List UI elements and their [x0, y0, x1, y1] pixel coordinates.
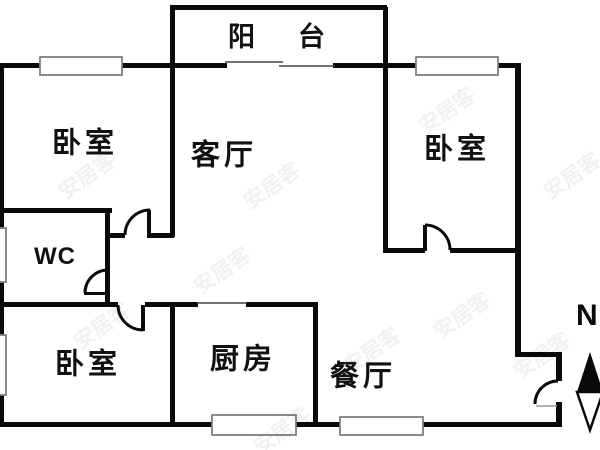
room-label-living: 客厅: [190, 139, 258, 172]
opening-lines: [197, 61, 557, 407]
door-arcs: [83, 208, 559, 405]
room-label-balcony: 阳台: [228, 22, 368, 52]
room-label-wc: WC: [34, 243, 76, 270]
north-label: N: [576, 299, 598, 332]
room-label-bedroom-bottom-left: 卧室: [54, 348, 122, 381]
north-arrow-icon: [575, 352, 600, 434]
windows: [0, 56, 499, 436]
room-label-bedroom-top-right: 卧室: [423, 133, 491, 166]
room-label-bedroom-top-left: 卧室: [51, 127, 119, 160]
room-label-dining: 餐厅: [329, 360, 397, 393]
room-label-kitchen: 厨房: [209, 343, 277, 376]
